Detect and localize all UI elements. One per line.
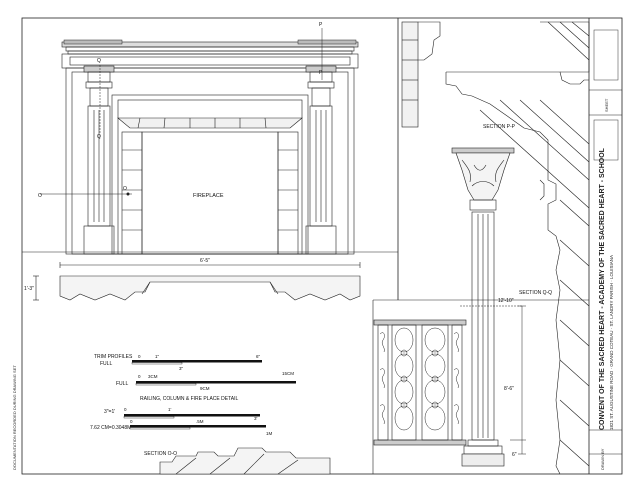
fireplace-label: FIREPLACE	[193, 193, 224, 199]
section-mark-q-top: Q	[97, 58, 101, 64]
trim-tick-0: 0	[138, 354, 141, 359]
trim-scale-label: TRIM PROFILES	[94, 354, 133, 360]
trim-tick-6: 6"	[256, 354, 261, 359]
section-pp-label: SECTION P-P	[483, 124, 516, 130]
section-pp-profile	[401, 21, 590, 209]
trim-tick-1: 1"	[155, 354, 160, 359]
imperial-tick-1: 1'	[168, 407, 172, 412]
fireplace-column-right	[305, 65, 337, 255]
left-margin-note: DOCUMENTATION RECORDED DURING DRAWING SE…	[12, 365, 17, 470]
mantel-plan	[33, 262, 361, 301]
section-mark-q-bottom: Q	[97, 134, 101, 140]
trim-cm-label: 15CM	[282, 371, 294, 376]
section-mark-o-right: O	[123, 186, 127, 192]
section-mark-p-bottom: P	[319, 70, 323, 76]
section-oo-profile	[159, 447, 331, 475]
scale-caption: RAILING, COLUMN & FIRE PLACE DETAIL	[140, 396, 238, 402]
section-mark-o-left: O	[38, 193, 42, 199]
sheet-number-box	[593, 119, 619, 161]
logo-box	[593, 29, 619, 81]
column-dim-base: 6"	[512, 452, 517, 458]
section-mark-p-top: P	[319, 22, 323, 28]
full-scale-label: FULL	[116, 381, 128, 387]
metric-tick-0: 0	[130, 419, 133, 424]
metric-scale: 7.62 CM=0.3048M 0 .5M 1M	[90, 419, 273, 436]
metric-scale-label: 7.62 CM=0.3048M	[90, 425, 131, 431]
fireplace-height-dim: 1'-3"	[24, 286, 34, 292]
trim-tick-3: 3"	[179, 366, 184, 371]
section-qq-label: SECTION Q-Q	[519, 290, 552, 296]
section-qq-profile	[539, 146, 590, 475]
trim-profile-scale: TRIM PROFILES FULL 0 1" 3" 6" 15CM	[94, 354, 294, 376]
fireplace-width-dim: 6'-5"	[200, 258, 210, 264]
railing-ornament	[379, 327, 459, 431]
fireplace-column-left	[83, 65, 115, 255]
sheet-subtitle: 1821 ST. AUGUSTINE ROAD · GRAND COTEAU ·…	[609, 254, 614, 430]
railing-elevation	[373, 319, 467, 446]
drawn-by-label: DRAWN BY	[600, 448, 605, 470]
full-metric-scale: FULL 0 3CM 9CM	[116, 374, 296, 391]
trim-scale-sub: FULL	[100, 361, 112, 367]
imperial-tick-3: 3'	[254, 416, 258, 421]
section-oo-label: SECTION O-O	[144, 451, 177, 457]
imperial-scale: 3"=1' 0 1' 3'	[104, 407, 260, 421]
sheet-title: CONVENT OF THE SACRED HEART - ACADEMY OF…	[599, 148, 606, 430]
imperial-scale-label: 3"=1'	[104, 409, 115, 415]
column-dim-middle: 8'-6"	[504, 386, 514, 392]
column-dimension-lines	[460, 305, 526, 455]
metric-tick-1m: 1M	[266, 431, 273, 436]
metric-tick-half: .5M	[196, 419, 204, 424]
full-tick-0: 0	[138, 374, 141, 379]
column-dim-top: 12'-10"	[498, 298, 514, 304]
sheet-label: SHEET	[604, 98, 609, 112]
full-tick-3cm: 3CM	[148, 374, 158, 379]
imperial-tick-0: 0	[124, 407, 127, 412]
column-elevation	[451, 147, 515, 467]
full-tick-9cm: 9CM	[200, 386, 210, 391]
fireplace-elevation	[61, 41, 359, 255]
